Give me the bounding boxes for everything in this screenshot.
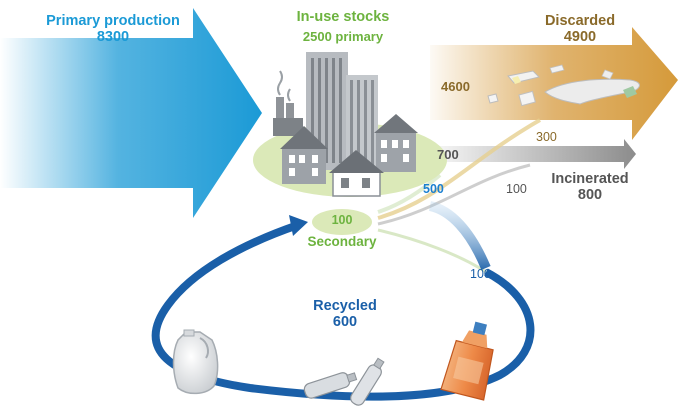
detergent-bottle-icon [440,321,494,401]
recycled-block: Recycled 600 [300,298,390,331]
incinerated-value: 800 [577,186,603,203]
discarded-label: Discarded [544,13,616,29]
primary-production-label: Primary production [46,13,180,29]
secondary-label: Secondary [307,234,377,249]
secondary-value: 100 [331,213,353,227]
recycled-flow-from-secondary: 100 [470,267,491,281]
recycled-value: 600 [332,313,358,330]
secondary-ellipse [312,209,372,235]
discarded-block: Discarded 4900 [520,13,640,46]
discarded-arrow [430,27,678,140]
in-use-stocks-block: In-use stocks 2500 primary [268,9,418,44]
flow-secondary-to-discarded [377,118,541,220]
in-use-stocks-label: In-use stocks [296,9,390,25]
in-use-stocks-primary: 2500 primary [302,28,384,44]
flow-stock-to-recycled [428,201,491,270]
city-buildings-icon [273,52,418,197]
factory-icon [273,70,303,136]
incinerated-arrow [440,139,636,169]
recycled-label: Recycled [313,298,377,314]
flow-secondary-to-incinerated [377,163,531,226]
plastic-debris-icon [487,64,640,107]
primary-production-value: 8300 [96,28,130,45]
recycled-loop-arrowhead [289,215,308,236]
incinerated-flow-from-secondary: 100 [506,182,527,196]
incinerated-flow-from-stock: 700 [437,147,459,162]
plastic-bottle-icon [303,357,385,406]
primary-production-block: Primary production 8300 [38,13,188,46]
incinerated-label: Incinerated [551,171,629,187]
recycled-loop [151,221,535,401]
discarded-value: 4900 [563,28,597,45]
recycled-flow-from-stock: 500 [423,182,444,196]
discarded-flow-from-stock: 4600 [441,79,470,94]
primary-production-arrow [0,8,262,218]
milk-jug-icon [172,329,219,395]
flow-secondary-to-recycled [377,228,487,274]
incinerated-block: Incinerated 800 [540,171,640,204]
discarded-flow-from-secondary: 300 [536,130,557,144]
flow-stock-to-secondary [377,173,442,214]
